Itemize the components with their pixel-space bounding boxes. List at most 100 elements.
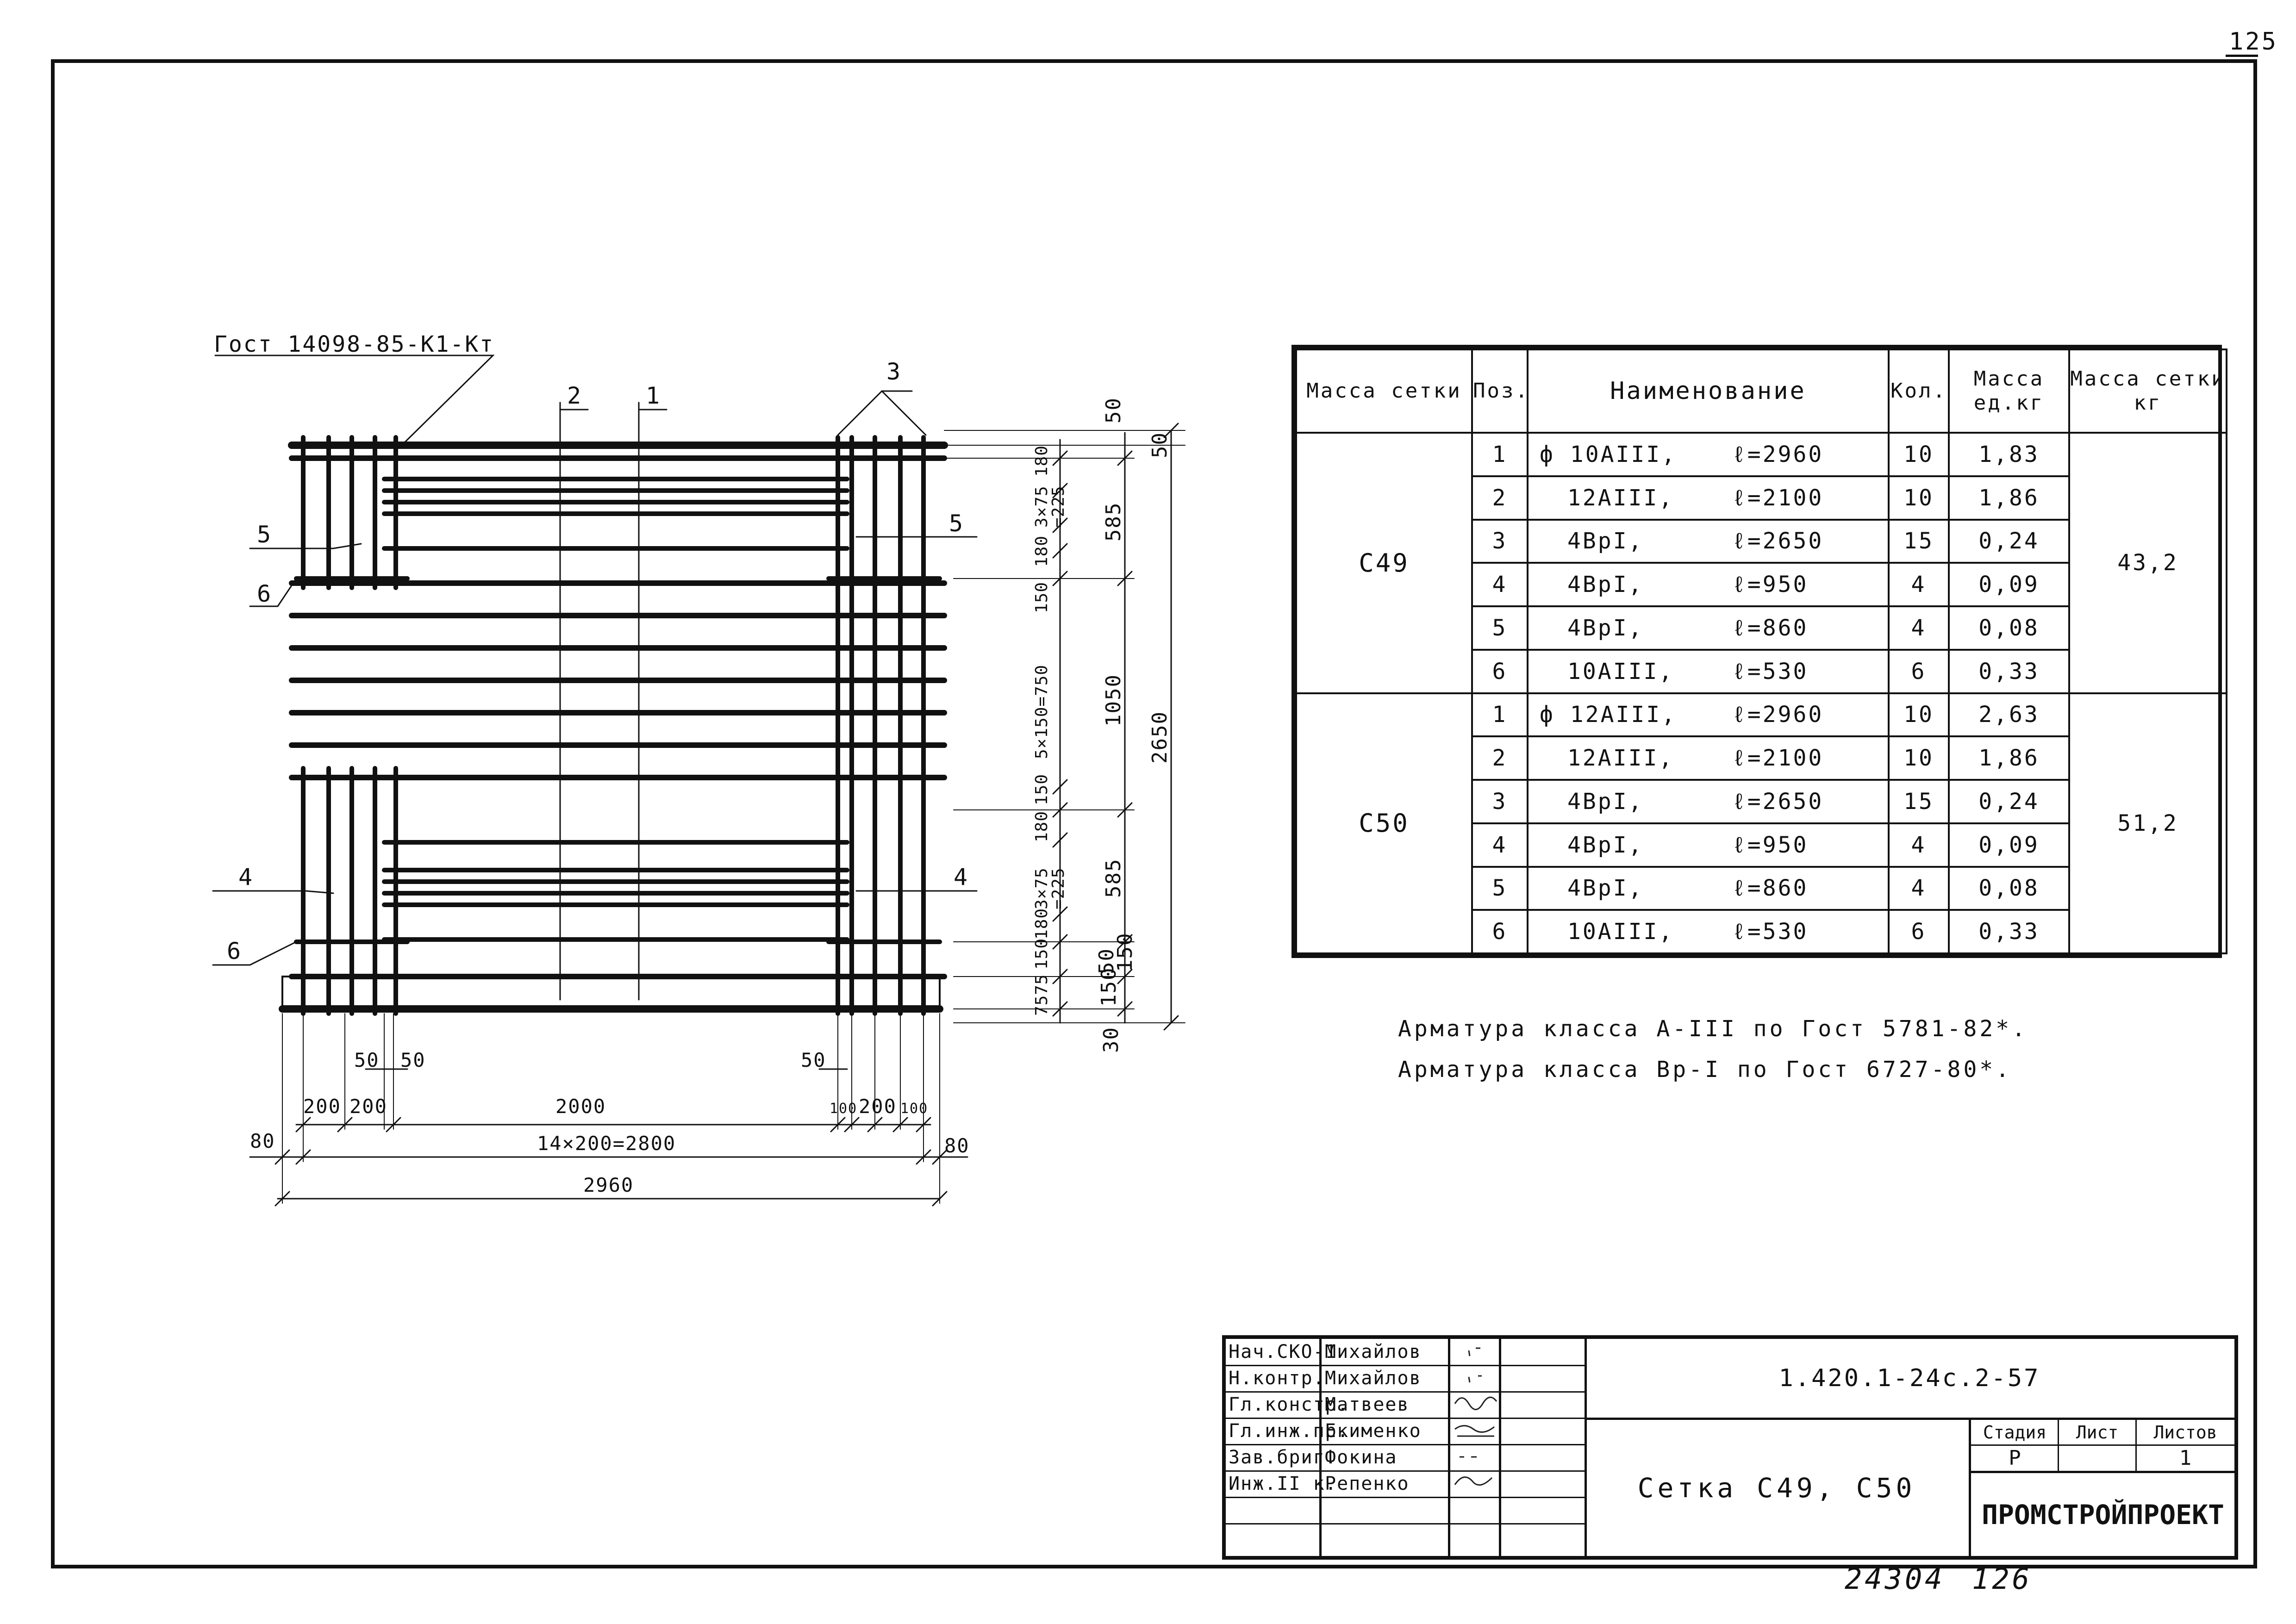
cell-mass: 1,86 xyxy=(1948,475,2070,521)
document-code: 1.420.1-24с.2-57 xyxy=(1778,1364,2040,1392)
cell-qty: 4 xyxy=(1888,605,1950,651)
staff-name: Михайлов xyxy=(1325,1341,1422,1363)
staff-role: Инж.II к. xyxy=(1229,1473,1337,1494)
staff-name: Екименко xyxy=(1325,1420,1422,1442)
mesh-c49: С49 xyxy=(1295,432,1473,694)
cell-mass: 1,86 xyxy=(1948,735,2070,781)
table-row: 2 12АIII,ℓ=2100 10 1,86 xyxy=(1296,475,2227,521)
dim-1050: 1050 xyxy=(1102,674,1125,727)
staff-name: Матвеев xyxy=(1325,1394,1410,1415)
callout-4-left: 4 xyxy=(238,864,252,890)
cell-name: 4ВрI,ℓ=950 xyxy=(1527,562,1890,607)
dim-b-200b: 200 xyxy=(349,1095,387,1118)
cell-qty: 10 xyxy=(1888,475,1950,521)
staff-name: Репенко xyxy=(1325,1473,1410,1494)
dim-75b: 75 xyxy=(1032,995,1051,1016)
dim-30: 30 xyxy=(1099,1027,1123,1053)
cell-pos: 5 xyxy=(1471,605,1529,651)
signatures xyxy=(1454,1347,1497,1486)
cell-name: 4ВрI,ℓ=2650 xyxy=(1527,518,1890,564)
sheet-title: Сетка С49, С50 xyxy=(1637,1472,1916,1504)
staff-role: Н.контр. xyxy=(1229,1368,1325,1389)
drawing-frame xyxy=(51,59,2257,1568)
cell-qty: 4 xyxy=(1888,822,1950,868)
dim-225a: =225 xyxy=(1049,485,1068,528)
title-block: Нач.СКО-1 Михайлов Н.контр. Михайлов Гл.… xyxy=(1222,1335,2238,1560)
callout-6-bottom: 6 xyxy=(227,938,241,964)
dim-b-50c: 50 xyxy=(801,1049,826,1071)
dim-b-80b: 80 xyxy=(944,1134,970,1157)
cell-qty: 10 xyxy=(1888,692,1950,738)
gost-label: Гост 14098-85-К1-Кт xyxy=(214,331,494,357)
page-number-underline xyxy=(2226,55,2258,57)
cell-name: ф 12АIII,ℓ=2960 xyxy=(1527,692,1890,738)
callout-5-right: 5 xyxy=(949,510,963,537)
dim-150c: 150 xyxy=(1032,938,1051,970)
total-c50: 51,2 xyxy=(2068,692,2227,954)
cell-mass: 0,24 xyxy=(1948,518,2070,564)
staff-role: Зав.бриг. xyxy=(1229,1447,1337,1468)
dim-150-r2: 150 xyxy=(1097,967,1121,1007)
dim-b-100b: 100 xyxy=(900,1101,928,1117)
cell-mass: 0,08 xyxy=(1948,605,2070,651)
organization-stamp: ПРОМСТРОЙПРОЕКТ xyxy=(1982,1499,2224,1531)
mesh-c50: С50 xyxy=(1295,692,1473,954)
total-c49: 43,2 xyxy=(2068,432,2227,694)
header-mass-total: Масса сетки кг xyxy=(2068,348,2227,434)
dim-50-top: 50 xyxy=(1102,397,1125,423)
cell-pos: 4 xyxy=(1471,562,1529,607)
dim-b-200c: 200 xyxy=(859,1095,897,1118)
dim-b-2000: 2000 xyxy=(555,1095,606,1118)
dim-50-bot: 50 xyxy=(1095,948,1118,974)
sheet-label: Лист xyxy=(2076,1422,2119,1443)
cell-mass: 0,33 xyxy=(1948,648,2070,694)
header-name: Наименование xyxy=(1527,348,1890,434)
cell-pos: 1 xyxy=(1471,692,1529,738)
note-vp1: Арматура класса Вр-I по Гост 6727-80*. xyxy=(1398,1057,2012,1083)
dim-225b: =225 xyxy=(1049,867,1068,909)
table-row: 4 4ВрI,ℓ=950 4 0,09 xyxy=(1296,822,2227,868)
cell-name: 12АIII,ℓ=2100 xyxy=(1527,475,1890,521)
table-row: 5 4ВрI,ℓ=860 4 0,08 xyxy=(1296,605,2227,651)
cell-pos: 2 xyxy=(1471,475,1529,521)
callout-4-right: 4 xyxy=(954,864,967,890)
staff-name: Михайлов xyxy=(1325,1368,1422,1389)
dim-750: 5×150=750 xyxy=(1032,665,1051,759)
cell-pos: 6 xyxy=(1471,909,1529,954)
sheets-value: 1 xyxy=(2179,1446,2192,1470)
table-row: 3 4ВрI,ℓ=2650 15 0,24 xyxy=(1296,518,2227,564)
cell-qty: 6 xyxy=(1888,909,1950,954)
cell-name: 10АIII,ℓ=530 xyxy=(1527,909,1890,954)
table-row: 3 4ВрI,ℓ=2650 15 0,24 xyxy=(1296,779,2227,824)
callout-6-top: 6 xyxy=(257,580,271,607)
dim-b-2960: 2960 xyxy=(583,1174,634,1196)
cell-mass: 0,09 xyxy=(1948,822,2070,868)
callout-1: 1 xyxy=(646,382,660,409)
dim-180d: 180 xyxy=(1032,908,1051,940)
cell-name: 4ВрI,ℓ=860 xyxy=(1527,865,1890,911)
dim-b-50b: 50 xyxy=(400,1049,426,1071)
cell-pos: 6 xyxy=(1471,648,1529,694)
cell-pos: 3 xyxy=(1471,518,1529,564)
callout-3: 3 xyxy=(886,358,900,385)
staff-name: Фокина xyxy=(1325,1447,1398,1468)
callout-5-left: 5 xyxy=(257,521,271,548)
cell-mass: 0,08 xyxy=(1948,865,2070,911)
stage-label: Стадия xyxy=(1983,1422,2047,1443)
dim-585a: 585 xyxy=(1102,502,1125,541)
gost-leader xyxy=(214,355,495,443)
dim-180c: 180 xyxy=(1032,811,1051,842)
cell-qty: 15 xyxy=(1888,518,1950,564)
table-row: 6 10АIII,ℓ=530 6 0,33 xyxy=(1296,648,2227,694)
table-row: 4 4ВрI,ℓ=950 4 0,09 xyxy=(1296,562,2227,607)
cell-qty: 10 xyxy=(1888,432,1950,477)
cell-mass: 0,09 xyxy=(1948,562,2070,607)
stage-value: Р xyxy=(2009,1446,2021,1470)
dim-180a: 180 xyxy=(1032,445,1051,477)
mesh-drawing: Гост 14098-85-К1-Кт 2 1 3 5 5 6 4 4 6 18… xyxy=(212,331,1185,1207)
cell-qty: 10 xyxy=(1888,735,1950,781)
dim-150-r1: 150 xyxy=(1113,933,1137,972)
sheet-value xyxy=(2059,1445,2135,1471)
dim-b-100a: 100 xyxy=(830,1101,857,1117)
page-number-bottom-right: 126 xyxy=(1972,1562,2032,1596)
